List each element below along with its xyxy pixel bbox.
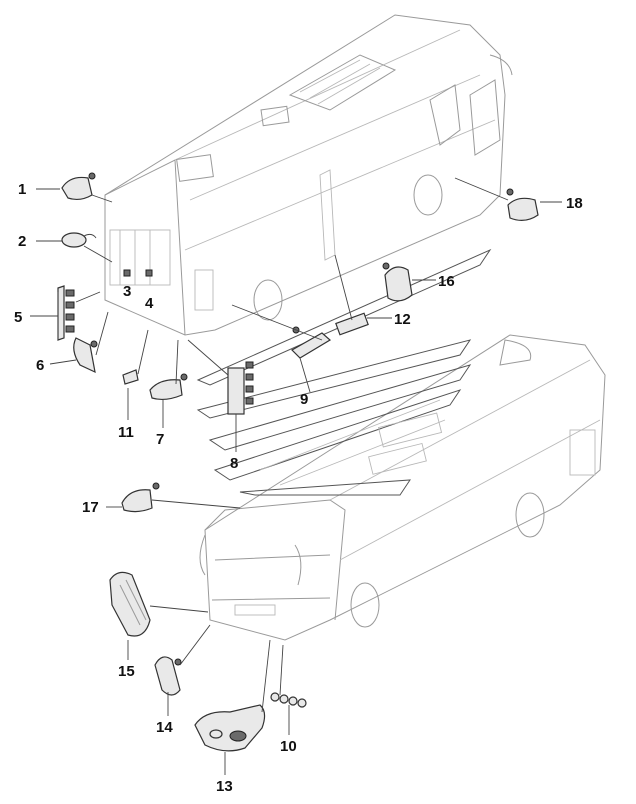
callout-8: 8 [230,455,238,472]
callout-16: 16 [438,273,455,290]
part-18-lamp [507,197,539,221]
part-5-lamp-cluster [57,285,75,341]
bus-front-view [199,334,606,641]
callout-4: 4 [145,295,154,312]
part-2-lamp [61,232,87,248]
part-17-lamp [121,489,153,513]
part-7-lamp [149,379,183,401]
callout-9: 9 [300,391,308,408]
part-6-lamp [73,337,96,374]
part-8-lamp-stack [227,361,254,415]
part-4-marker [145,269,153,277]
callout-15: 15 [118,663,135,680]
part-16-lamp [384,266,413,302]
part-1-lamp [61,176,93,201]
exploded-frames [196,248,492,496]
parts [57,172,539,752]
callout-6: 6 [36,357,44,374]
bus-rear-view [104,14,513,336]
part-14-lamp [154,656,181,696]
callout-2: 2 [18,233,26,250]
callout-17: 17 [82,499,99,516]
callout-12: 12 [394,311,411,328]
callout-3: 3 [123,283,131,300]
part-10-marker-lights [270,692,307,708]
part-11-lamp [122,369,139,385]
callout-14: 14 [156,719,173,736]
callout-10: 10 [280,738,297,755]
callout-18: 18 [566,195,583,212]
callouts: 1 2 3 4 5 6 7 8 9 10 11 12 13 14 15 16 1… [14,181,583,795]
part-13-headlamp [194,704,266,752]
part-12-lamp [335,312,369,336]
callout-11: 11 [118,424,134,441]
callout-5: 5 [14,309,22,326]
part-3-marker [123,269,131,277]
callout-1: 1 [18,181,26,198]
leader-lines [30,177,562,775]
callout-7: 7 [156,431,164,448]
callout-13: 13 [216,778,233,795]
part-1-bulb [88,172,96,180]
